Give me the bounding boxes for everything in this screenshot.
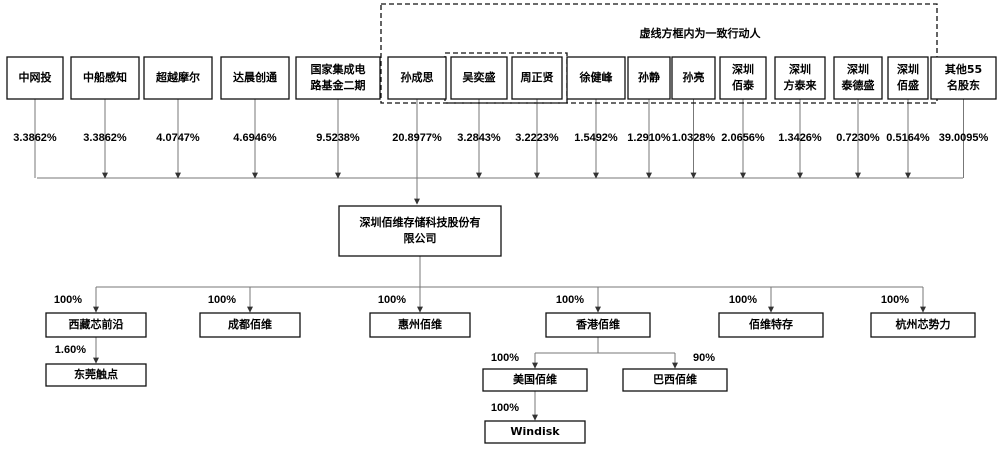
shareholder-pct-3: 4.6946% — [233, 132, 277, 144]
shareholder-box-11-label: 佰泰 — [732, 78, 755, 92]
subsidiary-pct-4: 100% — [729, 294, 757, 306]
shareholder-box-14-label: 深圳 — [897, 62, 919, 76]
subsidiary-box-2 — [369, 312, 471, 338]
company-box-label: 限公司 — [404, 231, 437, 245]
shareholder-box-13 — [833, 56, 883, 100]
shareholder-box-11 — [719, 56, 767, 100]
shareholder-box-3-label: 达晨创通 — [233, 70, 277, 84]
tier3-pct-0: 1.60% — [55, 344, 86, 356]
tier3-box-2 — [622, 368, 728, 392]
tier4-pct-0: 100% — [491, 402, 519, 414]
subsidiary-pct-0: 100% — [54, 294, 82, 306]
shareholder-box-0 — [6, 56, 64, 100]
tier3-pct-1: 100% — [491, 352, 519, 364]
shareholder-box-10-label: 孙亮 — [683, 70, 705, 84]
shareholder-box-13-label: 深圳 — [847, 62, 869, 76]
shareholder-box-4 — [295, 56, 381, 100]
shareholder-pct-14: 0.5164% — [886, 132, 930, 144]
tier3-box-1 — [482, 368, 588, 392]
shareholder-box-2 — [143, 56, 213, 100]
company-box-label: 深圳佰维存储科技股份有 — [360, 215, 481, 229]
shareholder-box-15-label: 其他55 — [945, 62, 982, 76]
shareholder-box-3 — [220, 56, 290, 100]
subsidiary-box-4-label: 佰维特存 — [749, 317, 793, 331]
subsidiary-pct-1: 100% — [208, 294, 236, 306]
subsidiary-box-3 — [545, 312, 651, 338]
shareholder-box-0-label: 中网投 — [19, 70, 52, 84]
shareholder-box-5 — [387, 56, 447, 100]
shareholder-pct-11: 2.0656% — [721, 132, 765, 144]
subsidiary-box-5 — [870, 312, 976, 338]
subsidiary-box-5-label: 杭州芯势力 — [896, 317, 951, 331]
shareholder-box-7 — [511, 56, 563, 100]
tier3-box-2-label: 巴西佰维 — [653, 372, 697, 386]
subsidiary-box-1-label: 成都佰维 — [228, 317, 272, 331]
subsidiary-box-3-label: 香港佰维 — [575, 317, 620, 331]
shareholder-box-6-label: 吴奕盛 — [463, 70, 496, 84]
subsidiary-pct-5: 100% — [881, 294, 909, 306]
company-box — [338, 205, 502, 257]
shareholder-pct-15: 39.0095% — [939, 132, 989, 144]
shareholder-box-10 — [671, 56, 716, 100]
shareholder-box-15-label: 名股东 — [947, 78, 980, 92]
tier3-box-0-label: 东莞触点 — [74, 367, 118, 381]
tier3-box-1-label: 美国佰维 — [513, 372, 557, 386]
concerted-group-outer — [380, 3, 938, 104]
shareholder-box-12-label: 方泰来 — [784, 78, 818, 92]
shareholder-pct-8: 1.5492% — [574, 132, 618, 144]
shareholder-pct-9: 1.2910% — [627, 132, 671, 144]
subsidiary-pct-3: 100% — [556, 294, 584, 306]
shareholder-box-5-label: 孙成思 — [401, 70, 434, 84]
subsidiary-box-4 — [718, 312, 824, 338]
shareholder-pct-2: 4.0747% — [156, 132, 200, 144]
shareholder-box-12 — [774, 56, 826, 100]
shareholder-pct-5: 20.8977% — [392, 132, 442, 144]
shareholder-pct-0: 3.3862% — [13, 132, 57, 144]
shareholder-pct-10: 1.0328% — [672, 132, 716, 144]
shareholder-pct-6: 3.2843% — [457, 132, 501, 144]
shareholder-box-1-label: 中船感知 — [83, 70, 127, 84]
shareholder-pct-13: 0.7230% — [836, 132, 880, 144]
shareholder-box-4-label: 国家集成电 — [311, 62, 366, 76]
tier4-box-0 — [484, 420, 586, 444]
shareholder-box-7-label: 周正贤 — [521, 70, 554, 84]
subsidiary-box-1 — [199, 312, 301, 338]
shareholder-box-14 — [887, 56, 929, 100]
shareholder-box-13-label: 泰德盛 — [841, 78, 875, 92]
subsidiary-pct-2: 100% — [378, 294, 406, 306]
concerted-group-label: 虚线方框内为一致行动人 — [640, 26, 762, 40]
shareholder-box-11-label: 深圳 — [732, 62, 754, 76]
shareholder-box-8-label: 徐健峰 — [579, 70, 614, 84]
subsidiary-box-0-label: 西藏芯前沿 — [69, 317, 124, 331]
shareholder-box-9-label: 孙静 — [638, 70, 660, 84]
shareholder-box-9 — [627, 56, 671, 100]
shareholder-box-15 — [930, 56, 997, 100]
shareholder-box-6 — [450, 56, 508, 100]
tier3-pct-2: 90% — [693, 352, 715, 364]
shareholder-box-14-label: 佰盛 — [897, 78, 919, 92]
tier3-box-0 — [45, 363, 147, 387]
shareholder-box-1 — [70, 56, 140, 100]
tier4-box-0-label: Windisk — [510, 425, 560, 438]
shareholder-pct-1: 3.3862% — [83, 132, 127, 144]
shareholder-pct-12: 1.3426% — [778, 132, 822, 144]
subsidiary-box-0 — [45, 312, 147, 338]
subsidiary-box-2-label: 惠州佰维 — [398, 317, 442, 331]
shareholder-box-2-label: 超越摩尔 — [155, 70, 200, 84]
shareholder-box-4-label: 路基金二期 — [311, 78, 366, 92]
shareholder-pct-4: 9.5238% — [316, 132, 360, 144]
shareholder-box-12-label: 深圳 — [789, 62, 811, 76]
shareholder-pct-7: 3.2223% — [515, 132, 559, 144]
shareholder-box-8 — [566, 56, 626, 100]
